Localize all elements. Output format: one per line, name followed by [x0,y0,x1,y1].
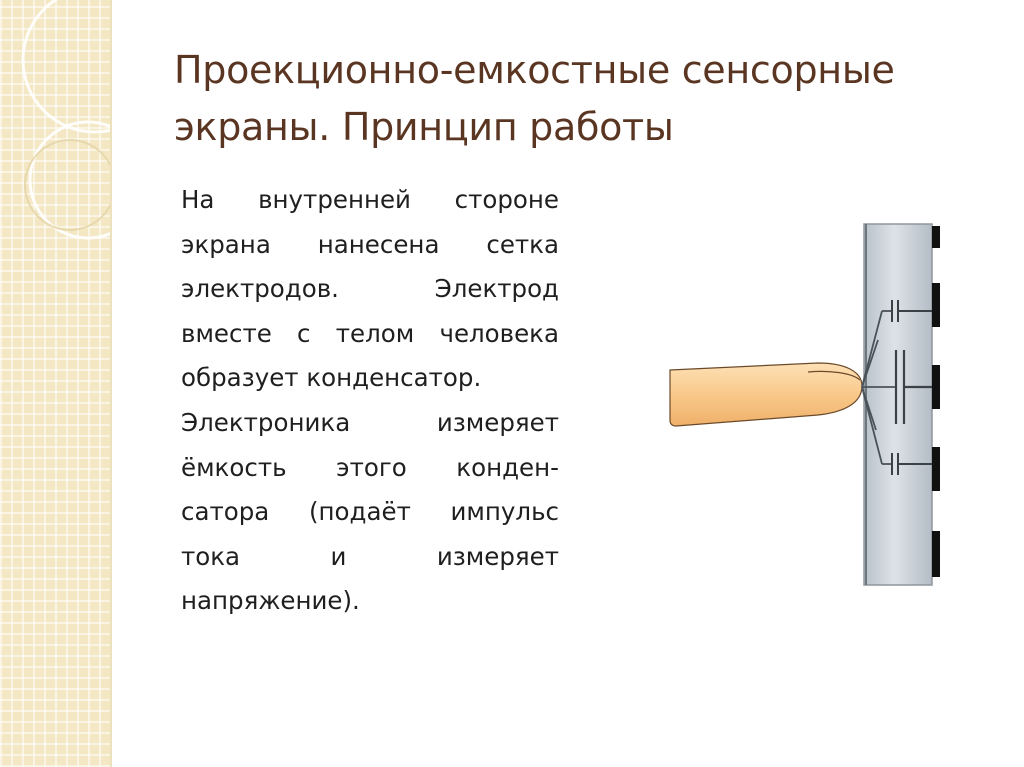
finger-illustration [669,362,863,427]
capacitor-network [861,310,896,465]
capacitive-touch-diagram [669,223,940,586]
body-paragraph: Электроника измеряет ёмкость этого конде… [181,407,559,616]
decorative-side-strip [0,0,111,767]
electrode-marker [932,365,940,409]
decorative-rings [21,0,110,240]
capacitor-icon [891,453,932,475]
electrode-marker [932,226,940,248]
electrode-marker [932,531,940,577]
capacitor-icon [891,300,932,322]
electrode-marker [932,283,940,327]
strip-divider [110,0,112,767]
body-paragraph: На внутренней стороне экрана нанесена се… [181,185,559,393]
electrode-marker [932,447,940,491]
slide-body: На внутренней стороне экрана нанесена се… [181,178,559,624]
screen-panel [863,223,933,586]
capacitor-icon [894,350,932,424]
slide-title: Проекционно-емкостные сенсорные экраны. … [174,48,895,149]
